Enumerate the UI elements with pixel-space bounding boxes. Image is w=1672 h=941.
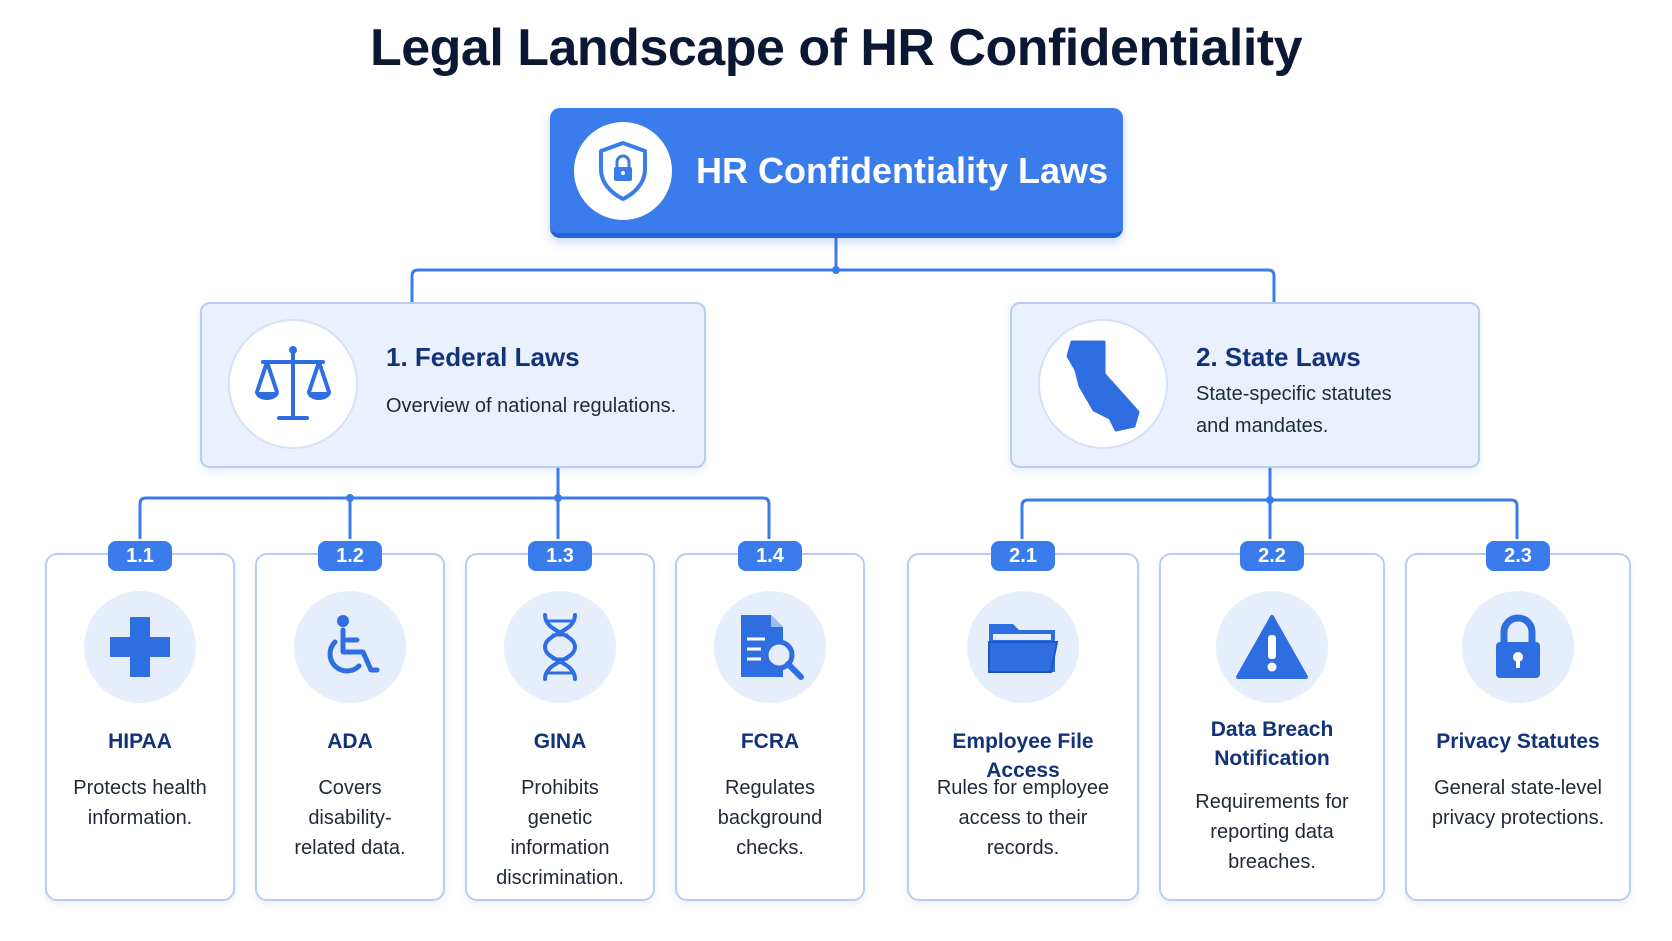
leaf-title: Privacy Statutes	[1436, 730, 1600, 753]
item-number-badge: 1.1	[108, 541, 172, 571]
leaf-description: Rules for employee access to their recor…	[936, 777, 1110, 859]
state-laws-description: State-specific statutes and mandates.	[1196, 383, 1392, 437]
diagram-title: Legal Landscape of HR Confidentiality	[369, 19, 1303, 77]
leaf-description: Protects health information.	[73, 777, 207, 829]
document-search-icon	[714, 591, 826, 703]
root-node: HR Confidentiality Laws	[550, 108, 1123, 238]
state-laws-title: 2. State Laws	[1196, 342, 1361, 372]
leaf-hipaa: 1.1 HIPAA Protects health information.	[45, 541, 235, 901]
scales-icon	[228, 319, 358, 449]
warning-icon	[1216, 591, 1328, 703]
leaf-title: ADA	[327, 730, 373, 753]
folder-icon	[967, 591, 1079, 703]
leaf-title: HIPAA	[108, 730, 172, 753]
root-label: HR Confidentiality Laws	[696, 149, 1109, 191]
leaf-privacy-statutes: 2.3 Privacy Statutes General state-level…	[1405, 541, 1631, 901]
california-map-icon	[1038, 319, 1168, 449]
state-laws-node: 2. State Laws State-specific statutes an…	[1010, 302, 1480, 468]
leaf-description: Covers disability-related data.	[294, 777, 406, 859]
item-number-badge: 1.4	[738, 541, 802, 571]
leaf-description: Regulates background checks.	[717, 777, 823, 859]
leaf-title: Employee File Access	[952, 730, 1094, 782]
padlock-icon	[1462, 591, 1574, 703]
leaf-description: Prohibits genetic information discrimina…	[496, 777, 624, 889]
item-number-badge: 2.1	[991, 541, 1055, 571]
leaf-data-breach-notification: 2.2 Data Breach Notification Requirement…	[1159, 541, 1385, 901]
leaf-description: Requirements for reporting data breaches…	[1195, 791, 1349, 873]
leaf-ada: 1.2 ADA Covers disability-related data.	[255, 541, 445, 901]
item-number-badge: 1.2	[318, 541, 382, 571]
dna-icon	[504, 591, 616, 703]
federal-laws-description: Overview of national regulations.	[386, 395, 677, 417]
item-number-badge: 2.2	[1240, 541, 1304, 571]
shield-lock-icon	[574, 121, 672, 220]
wheelchair-icon	[294, 591, 406, 703]
leaf-title: GINA	[533, 730, 587, 753]
federal-laws-node: 1. Federal Laws Overview of national reg…	[200, 302, 706, 468]
leaf-gina: 1.3 GINA Prohibits genetic information d…	[465, 541, 655, 901]
item-number-badge: 1.3	[528, 541, 592, 571]
item-number-badge: 2.3	[1486, 541, 1550, 571]
leaf-title: Data Breach Notification	[1210, 718, 1334, 770]
leaf-description: General state-level privacy protections.	[1431, 777, 1605, 829]
leaf-employee-file-access: 2.1 Employee File Access Rules for emplo…	[907, 541, 1139, 901]
federal-laws-title: 1. Federal Laws	[386, 342, 580, 372]
leaf-fcra: 1.4 FCRA Regulates background checks.	[675, 541, 865, 901]
medical-cross-icon	[84, 591, 196, 703]
leaf-title: FCRA	[740, 730, 800, 753]
